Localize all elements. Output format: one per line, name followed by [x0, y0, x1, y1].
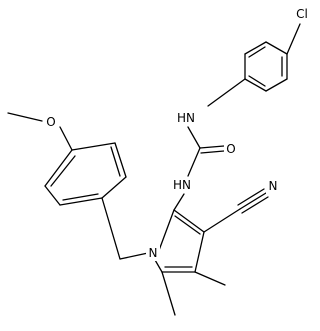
atom-nitrile-nitrogen: N [266, 178, 280, 194]
bond-to-chlorine [286, 23, 301, 55]
methyl-bond [194, 271, 226, 286]
bond [62, 193, 99, 201]
methoxyphenyl-ring [44, 142, 127, 206]
bond [187, 126, 201, 149]
bond [157, 209, 175, 254]
bond [71, 142, 116, 151]
urea-oxygen-label: O [226, 142, 235, 156]
bond-ring-to-nh [207, 78, 246, 107]
nh-bottom-label: HN [173, 178, 191, 192]
bond [174, 215, 201, 235]
atom-pyrrole-nitrogen: N [146, 245, 160, 261]
atom-nh-bottom: HN [170, 177, 194, 193]
methyl-bond [161, 271, 176, 316]
bond [244, 41, 267, 55]
bond [265, 41, 288, 55]
bond-triple [237, 188, 265, 206]
bond [101, 176, 127, 199]
bond [59, 197, 103, 206]
bond [110, 146, 121, 177]
bond-triple [241, 196, 269, 214]
bond [194, 231, 205, 273]
urea-group [173, 126, 225, 211]
bond [173, 209, 205, 233]
bond [44, 149, 73, 187]
bond-nh-to-pyrrole [173, 193, 185, 211]
chlorophenyl-ring [244, 41, 288, 92]
bond [114, 142, 127, 178]
bond [244, 78, 267, 92]
bond-triple [239, 192, 267, 210]
atom-nh-top: HN [174, 110, 198, 126]
methoxy-methyl-bond [7, 112, 43, 122]
methoxy-oxygen-label: O [46, 115, 55, 129]
chlorine-label: Cl [296, 7, 308, 21]
bond-n-to-ch2 [119, 252, 149, 260]
bond [50, 155, 76, 187]
nitrile-group [203, 188, 269, 233]
bond-carbonyl [200, 150, 225, 154]
pyrrole-nitrogen-label: N [149, 246, 158, 260]
bond [203, 208, 241, 233]
bond [44, 185, 61, 206]
nitrile-nitrogen-label: N [269, 179, 278, 193]
nh-top-label: HN [177, 111, 195, 125]
atom-urea-oxygen: O [224, 141, 238, 157]
bond [187, 147, 201, 177]
bond [265, 78, 288, 92]
atom-methoxy-oxygen: O [44, 114, 58, 130]
pyrrole-ring [150, 209, 205, 273]
bond-carbonyl [199, 145, 225, 149]
bond-ring-to-methoxy-o [59, 126, 73, 151]
bond [248, 46, 266, 58]
bond-ch2-to-ring [101, 197, 121, 260]
atom-chlorine: Cl [293, 6, 311, 21]
bond [248, 75, 266, 87]
